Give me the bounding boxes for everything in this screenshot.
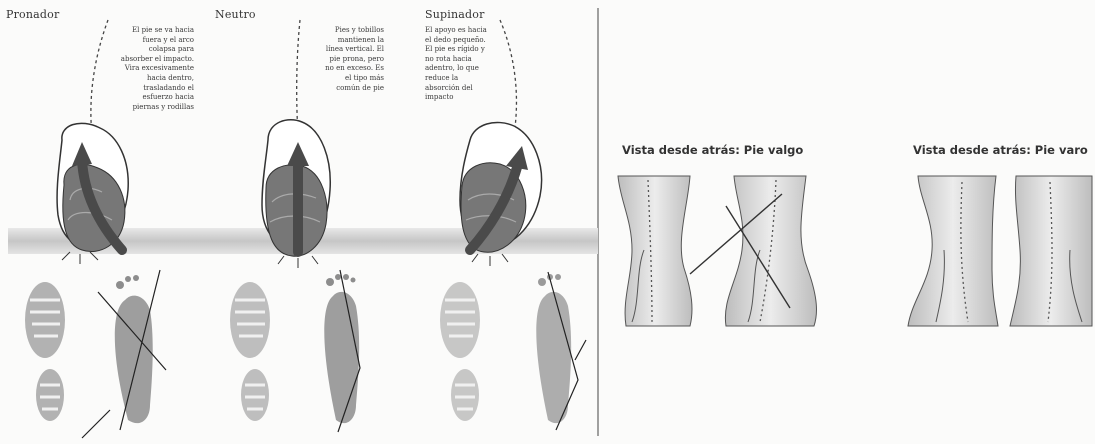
pronador-shoe [57,20,128,264]
supinador-footprints [440,272,586,430]
pronador-footprints [25,270,166,438]
neutro-shoe [262,20,330,268]
valgo-leg-left [618,176,692,326]
varo-leg-left [908,176,998,326]
neutro-footprints [230,270,360,432]
varo-leg-right [1010,176,1092,326]
valgo-leg-right [690,176,816,326]
